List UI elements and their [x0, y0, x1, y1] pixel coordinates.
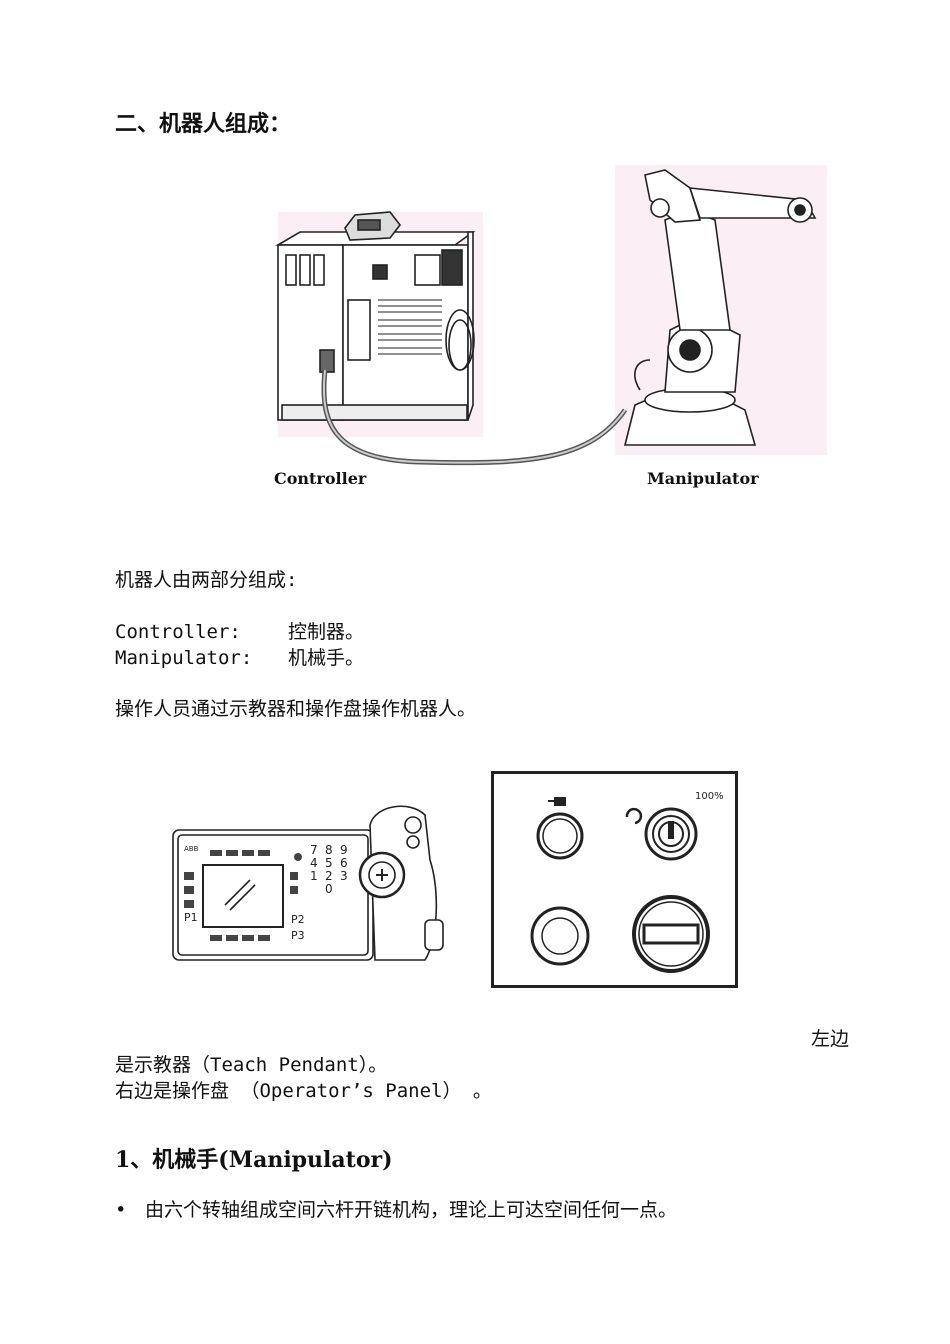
pendant-key: 5: [325, 856, 333, 870]
manipulator-caption: Manipulator: [647, 469, 759, 488]
intro-text: 机器人由两部分组成:: [115, 569, 298, 591]
pendant-label: P2: [291, 913, 305, 926]
pendant-key: 9: [340, 843, 348, 857]
svg-text:ABB: ABB: [184, 845, 199, 853]
pendant-key: 1: [310, 869, 318, 883]
component-term: Controller:: [115, 621, 241, 643]
pendant-key: 4: [310, 856, 318, 870]
pendant-key: 8: [325, 843, 333, 857]
pendant-key: 7: [310, 843, 318, 857]
operator-panel-illustration: 100%: [491, 771, 738, 988]
subsection-heading: 1、机械手(Manipulator): [115, 1147, 393, 1173]
robot-system-figure: Controller Manipulator: [270, 160, 830, 495]
component-term: Manipulator:: [115, 647, 253, 669]
speed-label: 100%: [695, 791, 724, 802]
pendant-label: P3: [291, 929, 305, 942]
manipulator-arm: [623, 169, 817, 446]
bullet-dot: •: [115, 1199, 127, 1221]
section-heading: 二、机器人组成：: [115, 111, 292, 137]
desc-teach-pendant: 是示教器（Teach Pendant）。: [115, 1054, 388, 1076]
component-desc: 控制器。: [288, 621, 365, 643]
pendant-key: 0: [325, 882, 333, 896]
operator-panel-figure: 100%: [491, 771, 738, 988]
operate-sentence: 操作人员通过示教器和操作盘操作机器人。: [115, 698, 477, 720]
desc-operator-panel: 右边是操作盘 （Operator’s Panel） 。: [115, 1080, 492, 1102]
controller-cabinet: [275, 211, 476, 421]
component-desc: 机械手。: [288, 647, 365, 669]
controller-caption: Controller: [274, 469, 367, 488]
teach-pendant-illustration: ABB 7 8 9 4 5 6 1 2 3 0 P1 P2 P3: [172, 805, 444, 961]
teach-pendant-figure: ABB 7 8 9 4 5 6 1 2 3 0 P1 P2 P3: [170, 800, 450, 965]
bullet-text: 由六个转轴组成空间六杆开链机构，理论上可达空间任何一点。: [145, 1199, 678, 1221]
pendant-label: P1: [184, 911, 198, 924]
pendant-key: 3: [340, 869, 348, 883]
component-row: Controller: 控制器。: [115, 619, 364, 645]
pendant-key: 6: [340, 856, 348, 870]
robot-system-illustration: [275, 165, 827, 466]
bullet-item: • 由六个转轴组成空间六杆开链机构，理论上可达空间任何一点。: [115, 1197, 677, 1223]
component-row: Manipulator: 机械手。: [115, 645, 364, 671]
desc-line-tail: 左边: [811, 1028, 850, 1050]
pendant-key: 2: [325, 869, 333, 883]
